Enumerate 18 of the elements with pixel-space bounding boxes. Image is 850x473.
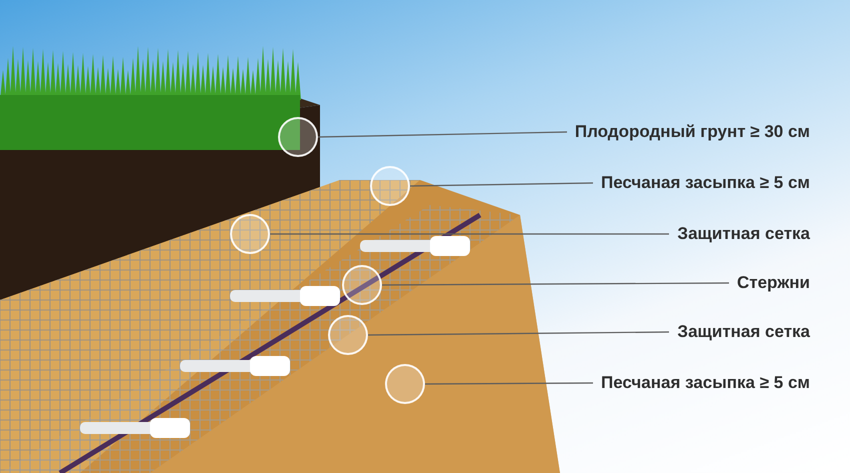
magnifier-circle bbox=[385, 364, 425, 404]
layer-label: Песчаная засыпка ≥ 5 см bbox=[600, 373, 810, 393]
leader-line bbox=[410, 182, 593, 187]
leader-line bbox=[368, 331, 669, 336]
magnifier-circle bbox=[328, 315, 368, 355]
leader-line bbox=[318, 131, 568, 138]
layer-label: Защитная сетка bbox=[677, 224, 810, 244]
magnifier-circle bbox=[342, 265, 382, 305]
layer-label: Песчаная засыпка ≥ 5 см bbox=[600, 173, 810, 193]
leader-line bbox=[425, 382, 593, 385]
leader-line bbox=[270, 233, 669, 235]
leader-line bbox=[382, 282, 729, 286]
magnifier-circle bbox=[278, 117, 318, 157]
layer-label: Плодородный грунт ≥ 30 см bbox=[574, 122, 810, 142]
magnifier-circle bbox=[230, 214, 270, 254]
layer-label: Стержни bbox=[737, 273, 810, 293]
magnifier-circle bbox=[370, 166, 410, 206]
layer-label: Защитная сетка bbox=[677, 322, 810, 342]
